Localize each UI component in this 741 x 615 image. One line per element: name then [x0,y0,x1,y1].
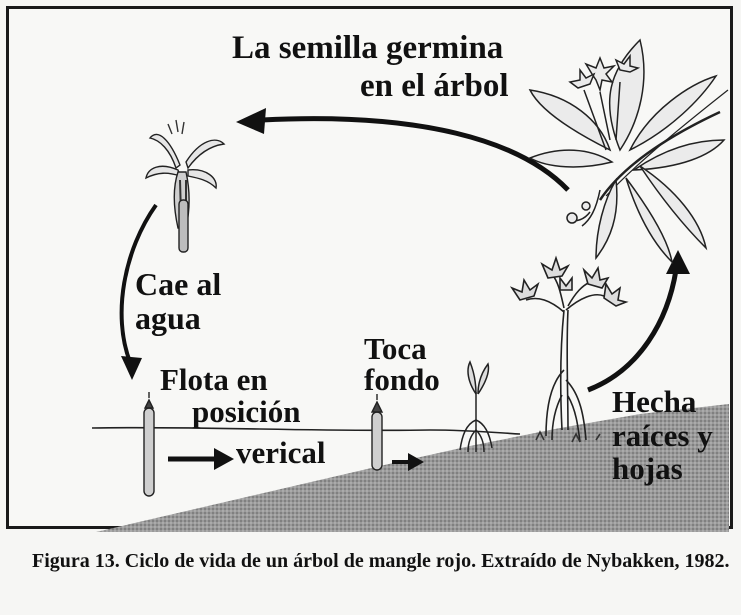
stage-fall-label-line-1: Cae al [135,266,222,302]
arrow-germinate-to-fall [236,108,570,192]
floating-propagule-illustration [143,392,155,497]
title-line-1: La semilla germina [232,30,504,66]
vertical-propagule-illustration [370,394,384,471]
water-line [91,426,521,435]
hanging-propagule-illustration [145,119,226,253]
stage-float-label-line-1: Flota en [160,362,268,397]
stage-roots-label-line-1: Hecha [612,384,697,419]
arrow-float-right [168,448,234,470]
stage-roots-label-line-3: hojas [612,451,683,486]
young-mangrove-illustration [509,255,629,443]
rooted-seedling-illustration [459,360,493,453]
title-line-2: en el árbol [360,68,509,104]
stage-fall-label-line-2: agua [135,300,201,336]
figure-caption: Figura 13. Ciclo de vida de un árbol de … [32,550,730,572]
arrow-touch-right [392,453,424,471]
stage-float-label-line-3: verical [236,435,326,470]
mangrove-branch-illustration [528,38,729,265]
stage-roots-label-line-2: raíces y [612,418,713,453]
stage-float-label-line-2: posición [192,394,301,429]
stage-touch-label-line-1: Toca [364,331,427,366]
arrow-roots-to-tree [587,250,690,393]
arrow-fall-to-water [119,203,158,380]
stage-touch-label-line-2: fondo [364,362,440,397]
